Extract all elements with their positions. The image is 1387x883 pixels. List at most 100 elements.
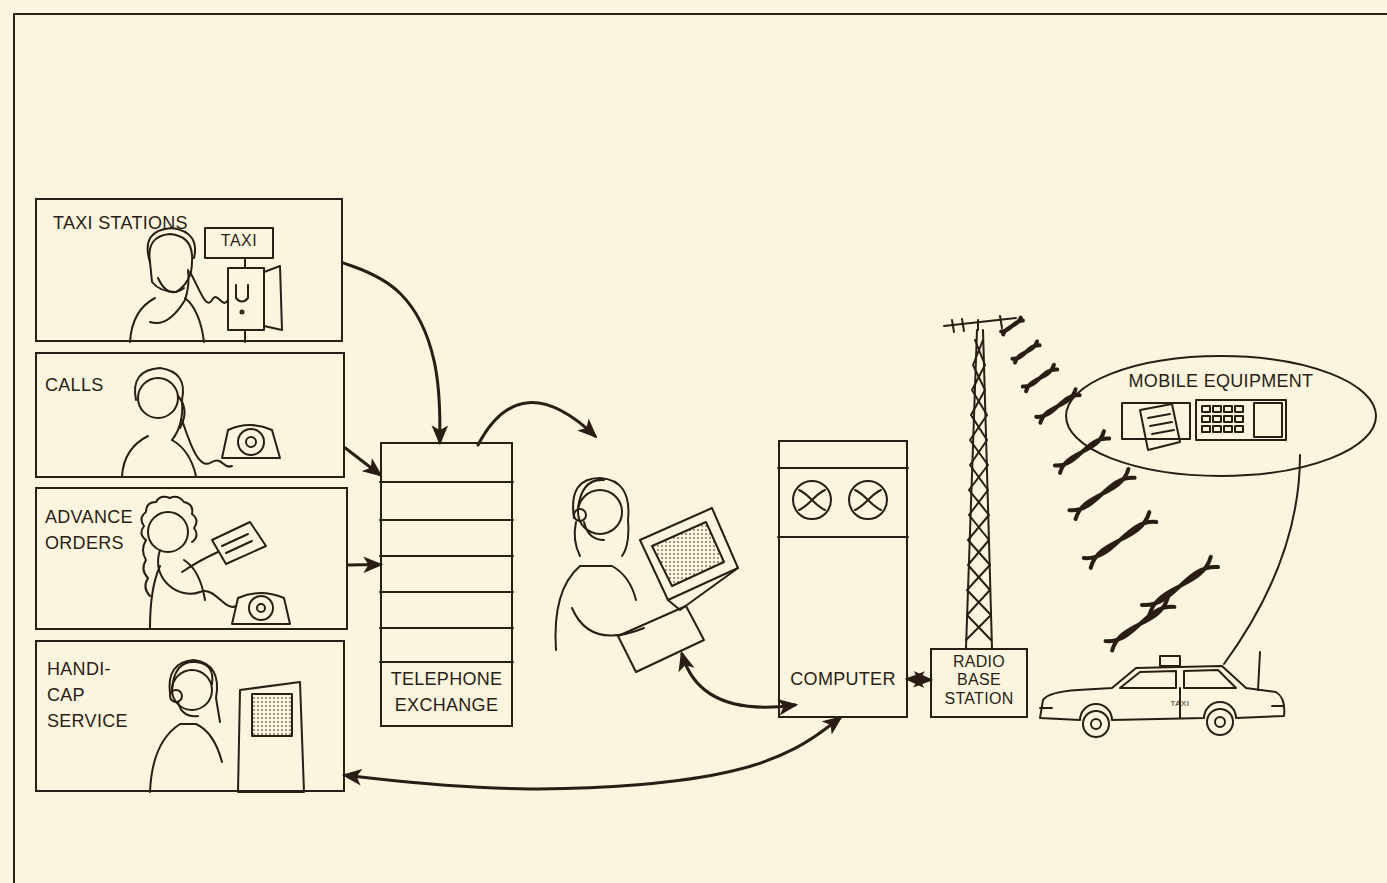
taxi-car xyxy=(1040,706,1284,708)
taxi-car xyxy=(1207,709,1233,735)
radio-wave xyxy=(1142,557,1218,616)
radio-wave xyxy=(1001,318,1218,651)
advance-order-caller xyxy=(212,522,266,564)
radio-wave xyxy=(1106,598,1175,651)
taxi-station-caller xyxy=(150,270,189,323)
node-label: TELEPHONE EXCHANGE xyxy=(384,666,509,718)
computer-interior xyxy=(849,481,887,519)
radio-wave xyxy=(1055,431,1109,473)
sign-text: TAXI xyxy=(207,231,271,250)
radio-wave xyxy=(1001,318,1023,335)
node-label: MOBILE EQUIPMENT xyxy=(1085,368,1357,394)
radio-tower xyxy=(966,340,991,640)
phone-caller xyxy=(138,378,178,418)
radio-wave xyxy=(1069,469,1134,519)
radio-tower xyxy=(967,340,991,640)
dispatcher-figure xyxy=(578,480,604,508)
dispatcher-figure xyxy=(556,566,637,650)
flow-arrow xyxy=(682,654,795,707)
node-label: RADIO BASE STATION xyxy=(937,653,1021,708)
taxi-station-caller xyxy=(190,272,228,303)
radio-wave xyxy=(1084,512,1156,568)
ellipse-outline xyxy=(1065,355,1377,477)
dispatcher-figure xyxy=(618,606,704,672)
handicap-operator xyxy=(150,724,222,792)
advance-order-caller xyxy=(141,497,196,542)
computer-interior xyxy=(778,468,908,537)
node-label: COMPUTER xyxy=(782,666,904,692)
advance-order-caller xyxy=(158,550,236,607)
taxi-sign-post xyxy=(264,266,282,330)
computer-box: COMPUTER xyxy=(778,440,908,718)
handicap-operator xyxy=(170,660,221,722)
computer-interior xyxy=(799,490,825,510)
mobile-terminal xyxy=(1122,403,1190,439)
taxi-car xyxy=(1160,656,1180,666)
handicap-operator xyxy=(172,662,212,690)
taxi-car xyxy=(1040,652,1284,737)
ellipse-outline xyxy=(1066,356,1376,476)
advance-order-caller xyxy=(148,512,188,552)
dispatcher-figure xyxy=(573,478,628,556)
advance-order-caller xyxy=(232,593,290,624)
handicap-operator xyxy=(178,702,198,716)
mobile-terminal xyxy=(1196,400,1286,440)
taxi-car xyxy=(1091,719,1101,729)
radio-tower xyxy=(952,316,1002,332)
taxi-car xyxy=(1040,666,1284,720)
radio-wave xyxy=(1023,365,1057,391)
radio-tower xyxy=(944,316,1016,648)
frame xyxy=(14,14,1387,883)
handicap-operator xyxy=(238,682,304,792)
radio-tower xyxy=(966,330,992,648)
mobile-terminal xyxy=(1202,406,1243,432)
computer-interior xyxy=(778,468,908,537)
taxi-sign-post xyxy=(228,268,264,330)
node-label: HANDI- CAP SERVICE xyxy=(47,656,131,734)
mobile-terminal xyxy=(1254,403,1282,437)
taxi-station-caller xyxy=(149,234,192,292)
computer-interior xyxy=(855,490,881,510)
radio-wave xyxy=(1055,431,1109,473)
phone-caller xyxy=(122,436,196,476)
taxi-station-caller xyxy=(148,228,195,262)
flow-arrow xyxy=(908,678,930,682)
handicap-operator xyxy=(170,690,182,702)
flow-arrow xyxy=(345,718,840,789)
flow-arrow xyxy=(478,403,595,445)
exchange-shelves xyxy=(380,482,513,662)
advance-order-caller xyxy=(182,552,218,572)
advance-order-caller xyxy=(143,540,150,596)
source-box: ADVANCE ORDERS xyxy=(35,487,348,630)
source-box: CALLS xyxy=(35,352,345,478)
taxi-station-caller xyxy=(158,278,184,292)
advance-order-caller xyxy=(249,596,273,620)
flow-arrow xyxy=(478,403,795,708)
node-label: TAXI STATIONS xyxy=(53,210,253,236)
taxi-car xyxy=(1120,670,1236,688)
mobile-terminal xyxy=(1140,404,1180,450)
dispatcher-figure xyxy=(575,522,580,556)
handicap-operator xyxy=(150,660,304,792)
flow-arrow xyxy=(345,448,380,475)
taxi-car xyxy=(1258,652,1260,690)
phone-caller xyxy=(246,437,256,447)
radio-wave xyxy=(1023,365,1057,391)
radio-wave xyxy=(1084,512,1156,568)
computer-interior xyxy=(793,481,831,519)
source-box: HANDI- CAP SERVICE xyxy=(35,640,345,792)
phone-caller xyxy=(222,425,280,458)
phone-caller xyxy=(122,368,280,476)
taxi-sign-post xyxy=(205,228,282,342)
radio-wave xyxy=(1106,598,1175,651)
advance-order-caller xyxy=(257,604,265,612)
advance-order-caller xyxy=(222,534,252,553)
advance-order-caller xyxy=(141,497,290,628)
equipment-ellipse: MOBILE EQUIPMENT xyxy=(1065,355,1377,477)
taxi-sign-post xyxy=(205,228,273,258)
base-station-box: RADIO BASE STATION xyxy=(930,648,1028,718)
dispatcher-figure xyxy=(574,509,586,521)
